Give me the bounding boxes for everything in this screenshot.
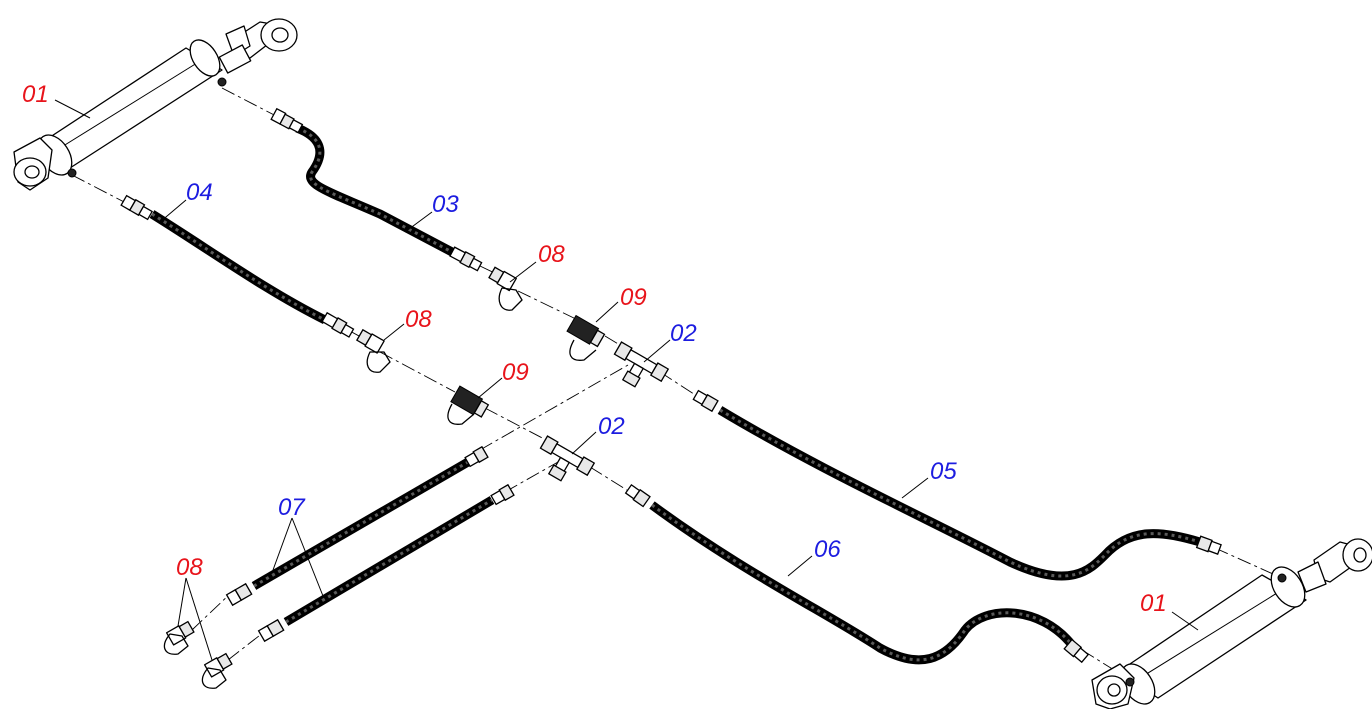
- hydraulic-cylinder-bottom: [1091, 538, 1372, 709]
- plug-08-middle: [355, 328, 391, 373]
- callout-04: 04: [186, 179, 213, 206]
- hoses-07: [225, 445, 515, 643]
- hose-04: [120, 194, 355, 338]
- callout-08-lower: 08: [176, 554, 203, 581]
- cap-09-lower: [447, 385, 490, 425]
- tee-fitting-upper: [613, 341, 670, 388]
- hose-03: [270, 107, 483, 272]
- callout-labels: 01 04 03 08 09 08 02 09 02 05 07 06 08 0…: [22, 81, 1167, 617]
- tee-fitting-lower: [539, 435, 596, 482]
- plugs-08-lower: [163, 620, 233, 689]
- callout-01-top: 01: [22, 81, 49, 108]
- callout-06: 06: [814, 536, 841, 563]
- callout-07: 07: [278, 494, 306, 521]
- callout-09-upper: 09: [620, 284, 647, 311]
- plug-08-upper: [488, 266, 523, 311]
- leader-lines: [54, 99, 1199, 661]
- hose-06: [624, 483, 1090, 665]
- callout-08-middle: 08: [405, 306, 432, 333]
- center-lines: [71, 87, 1283, 681]
- callout-09-lower: 09: [502, 359, 529, 386]
- hose-05: [692, 389, 1222, 581]
- callout-08-upper: 08: [538, 241, 565, 268]
- callout-03: 03: [432, 191, 459, 218]
- callout-02-upper: 02: [670, 320, 697, 347]
- cap-09-upper: [566, 314, 606, 361]
- callout-02-lower: 02: [598, 413, 625, 440]
- hydraulic-cylinder-top: [13, 18, 298, 191]
- callout-05: 05: [930, 458, 957, 485]
- callout-01-bottom: 01: [1140, 590, 1167, 617]
